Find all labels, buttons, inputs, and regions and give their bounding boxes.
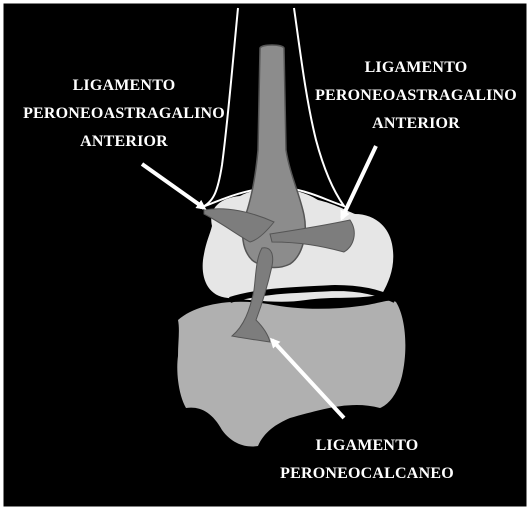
label-right-line-2: PERONEOASTRAGALINO xyxy=(315,87,517,104)
label-left-line-3: ANTERIOR xyxy=(80,133,168,150)
label-right-line-3: ANTERIOR xyxy=(372,115,460,132)
label-left-line-2: PERONEOASTRAGALINO xyxy=(23,105,225,122)
label-bottom-line-2: PERONEOCALCANEO xyxy=(280,465,454,482)
label-right-line-1: LIGAMENTO xyxy=(365,59,468,76)
label-left-line-1: LIGAMENTO xyxy=(73,77,176,94)
label-bottom-line-1: LIGAMENTO xyxy=(316,437,419,454)
